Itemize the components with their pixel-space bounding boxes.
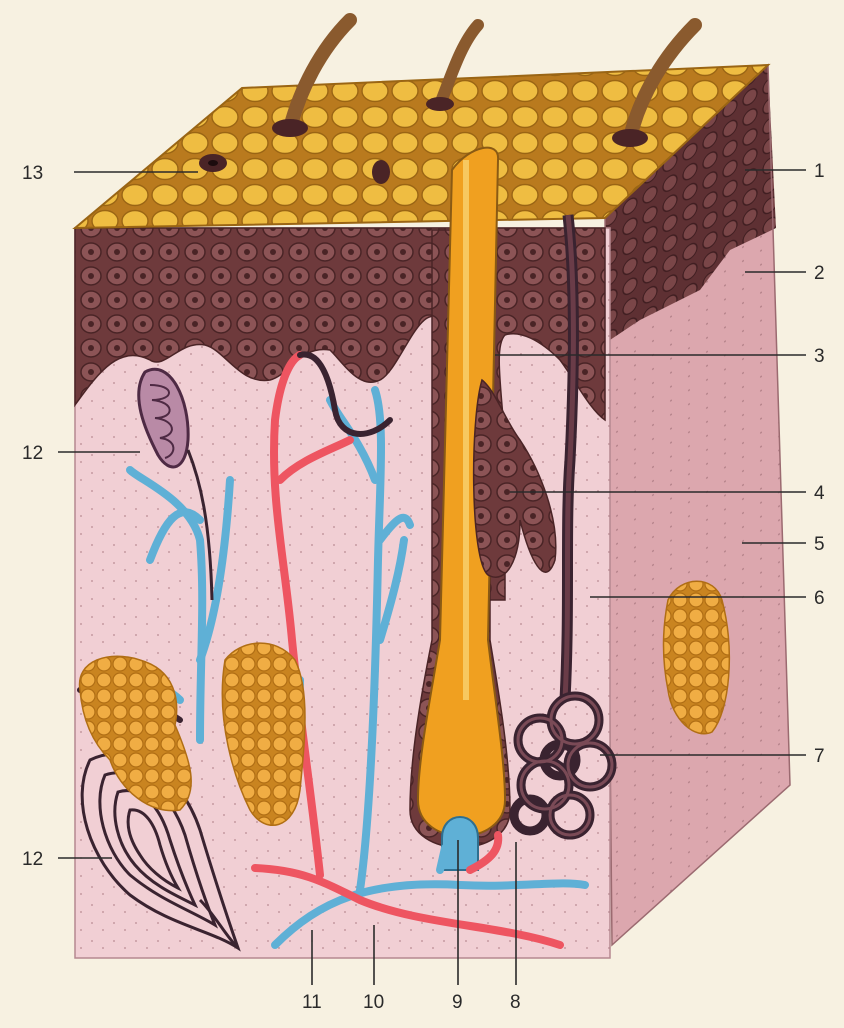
- label-13: 13: [22, 163, 43, 184]
- label-7: 7: [814, 746, 825, 767]
- label-11: 11: [302, 992, 322, 1013]
- label-12-upper: 12: [22, 443, 43, 464]
- label-6: 6: [814, 588, 825, 609]
- label-5: 5: [814, 534, 825, 555]
- label-8: 8: [510, 992, 521, 1013]
- label-4: 4: [814, 483, 825, 504]
- label-2: 2: [814, 263, 825, 284]
- label-9: 9: [452, 992, 463, 1013]
- label-10: 10: [363, 992, 384, 1013]
- block-side-face: [605, 65, 790, 945]
- label-3: 3: [814, 346, 825, 367]
- label-1: 1: [814, 161, 825, 182]
- label-12-lower: 12: [22, 849, 43, 870]
